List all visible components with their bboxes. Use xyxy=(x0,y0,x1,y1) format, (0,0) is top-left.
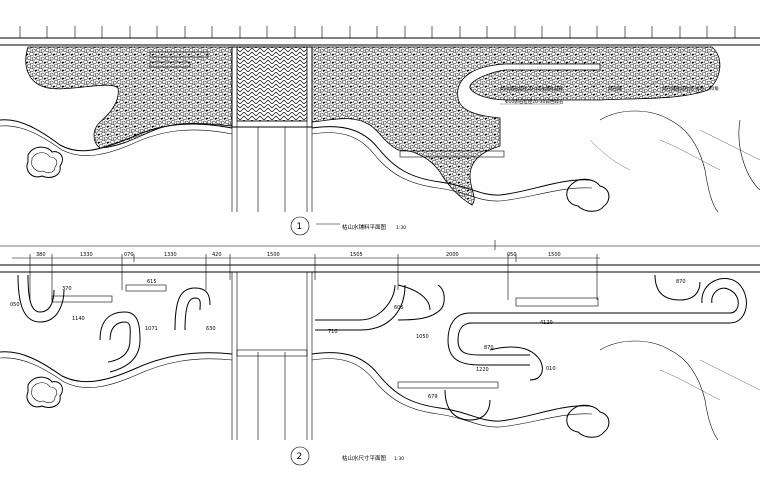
stream-edge xyxy=(311,126,591,196)
stone-bar xyxy=(149,61,191,68)
stream-edge xyxy=(0,357,233,388)
lawn-edge xyxy=(599,110,719,213)
bridge-lines xyxy=(231,272,313,440)
channel xyxy=(444,389,491,421)
dim-label: 1500 xyxy=(548,252,561,258)
dim-label: 870 xyxy=(676,279,686,285)
channel xyxy=(17,274,65,323)
lawn-hatch xyxy=(659,359,760,401)
rock xyxy=(26,376,63,409)
path-step xyxy=(236,120,308,128)
note-4: 卵石铺面层粒径:浅色、60角 xyxy=(662,85,719,92)
dim-label: 4120 xyxy=(540,320,553,326)
stone-bar xyxy=(51,295,113,303)
dim-label: 679 xyxy=(428,394,438,400)
channel xyxy=(315,284,396,321)
dim-ticks xyxy=(29,254,598,300)
stone-bar xyxy=(515,297,599,307)
lawn-edge xyxy=(738,119,760,191)
dim-label: 1500 xyxy=(267,252,280,258)
dim-label: 420 xyxy=(212,252,222,258)
rock xyxy=(31,152,58,173)
plan-title: 枯山水尺寸平面图 xyxy=(342,454,387,462)
channel xyxy=(107,321,131,363)
dim-label: 1220 xyxy=(476,367,489,373)
dim-label: 050 xyxy=(507,252,517,258)
channel xyxy=(447,312,530,366)
dim-label: 2000 xyxy=(446,252,459,258)
channel xyxy=(27,274,55,313)
dim-label: 1330 xyxy=(164,252,177,258)
channel xyxy=(470,278,747,324)
channel xyxy=(397,284,445,321)
dim-label: 630 xyxy=(206,326,216,332)
plan-scale: 1:30 xyxy=(394,456,404,462)
note-3: 卵石铺 xyxy=(608,85,622,92)
channel xyxy=(99,311,141,373)
stream-edge xyxy=(0,119,233,152)
gravel-field-left xyxy=(25,46,233,149)
lawn-edge xyxy=(599,340,719,441)
note-1: Φ10卵石粒径20-30浅色砾石铺 xyxy=(500,85,563,92)
dim-label: 1140 xyxy=(72,316,85,322)
rock xyxy=(31,382,58,403)
channel xyxy=(654,274,701,301)
stream-edge xyxy=(0,125,233,156)
stone-bar xyxy=(149,51,209,58)
dim-label: 070 xyxy=(124,252,134,258)
stone-bar xyxy=(399,150,505,158)
channel xyxy=(174,287,211,331)
dim-label: 1071 xyxy=(145,326,158,332)
channel xyxy=(315,284,406,331)
section-marker xyxy=(290,216,310,236)
stream-edge xyxy=(311,358,593,428)
dim-label: 1050 xyxy=(416,334,429,340)
herringbone-paving xyxy=(236,46,308,122)
lawn-hatch xyxy=(589,129,760,171)
plan-2: 380 1330 070 1330 420 1500 1505 2000 050… xyxy=(0,240,760,466)
section-marker-label: 2 xyxy=(297,452,303,462)
rock xyxy=(566,404,610,438)
rock xyxy=(566,178,610,212)
bridge-lines xyxy=(231,127,313,212)
dim-label: 615 xyxy=(147,279,157,285)
dim-label: 1505 xyxy=(350,252,363,258)
dim-label: 1330 xyxy=(80,252,93,258)
stone-bar xyxy=(397,381,499,389)
dim-label: 380 xyxy=(36,252,46,258)
plan-1: Φ10卵石粒径20-30浅色砾石铺 Φ10卵石粒径20-30白色碎石 卵石铺 卵… xyxy=(0,26,760,236)
dim-label: 370 xyxy=(62,286,72,292)
dim-label: 710 xyxy=(328,329,338,335)
leaders xyxy=(496,79,661,105)
rock xyxy=(26,146,63,179)
section-marker-label: 1 xyxy=(297,222,303,232)
note-2: Φ10卵石粒径20-30白色碎石 xyxy=(505,98,564,105)
dim-label: 050 xyxy=(10,302,20,308)
stream-edge xyxy=(311,132,593,202)
stream-edge xyxy=(311,352,591,422)
gravel-field-right xyxy=(311,46,721,206)
channel xyxy=(489,346,543,381)
dim-label: 010 xyxy=(546,366,556,372)
stream-edge xyxy=(0,351,233,383)
channel xyxy=(184,297,201,331)
border-ticks xyxy=(19,26,736,38)
plan-title: 枯山水铺料平面图 xyxy=(342,223,387,231)
dim-label: 605 xyxy=(394,305,404,311)
section-marker xyxy=(290,446,310,466)
dim-label: 870 xyxy=(484,345,494,351)
plan-scale: 1:30 xyxy=(396,225,406,231)
stone-bar xyxy=(125,284,167,292)
channel xyxy=(470,287,739,314)
channel xyxy=(457,322,530,356)
